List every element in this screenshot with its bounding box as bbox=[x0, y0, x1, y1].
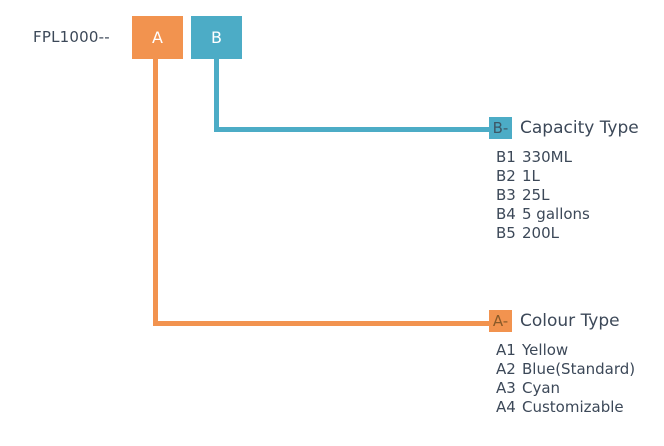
list-item: B4 5 gallons bbox=[496, 205, 639, 224]
option-code: A1 bbox=[496, 341, 516, 359]
option-description: Customizable bbox=[522, 398, 624, 416]
option-code: B5 bbox=[496, 224, 516, 242]
list-item: A2 Blue(Standard) bbox=[496, 360, 635, 379]
list-item: A4 Customizable bbox=[496, 398, 635, 417]
branch-capacity-type: B- Capacity Type B1 330ML B2 1L B3 25L B… bbox=[489, 117, 639, 243]
option-description: Blue(Standard) bbox=[522, 360, 636, 378]
branch-title-colour: Colour Type bbox=[520, 311, 620, 331]
connector-a-horizontal bbox=[153, 321, 493, 326]
option-description: 330ML bbox=[522, 148, 572, 166]
option-description: Yellow bbox=[522, 341, 569, 359]
list-item: A1 Yellow bbox=[496, 341, 635, 360]
list-item: B3 25L bbox=[496, 186, 639, 205]
branch-badge-a: A- bbox=[489, 310, 512, 332]
branch-header-colour: A- Colour Type bbox=[489, 310, 635, 332]
option-description: Cyan bbox=[522, 379, 561, 397]
option-code: B4 bbox=[496, 205, 516, 223]
list-item: B5 200L bbox=[496, 224, 639, 243]
option-code: B2 bbox=[496, 167, 516, 185]
option-code: B3 bbox=[496, 186, 516, 204]
branch-title-capacity: Capacity Type bbox=[520, 118, 639, 138]
list-item: B1 330ML bbox=[496, 148, 639, 167]
code-box-a[interactable]: A bbox=[132, 16, 183, 59]
root-part-number-label: FPL1000-- bbox=[33, 28, 110, 46]
connector-a-vertical bbox=[153, 55, 158, 326]
connector-b-vertical bbox=[214, 55, 219, 132]
option-list-capacity: B1 330ML B2 1L B3 25L B4 5 gallons B5 20… bbox=[496, 148, 639, 243]
connector-b-horizontal bbox=[214, 127, 493, 132]
option-description: 5 gallons bbox=[522, 205, 590, 223]
option-code: A4 bbox=[496, 398, 516, 416]
option-description: 200L bbox=[522, 224, 559, 242]
option-description: 1L bbox=[522, 167, 540, 185]
option-code: B1 bbox=[496, 148, 516, 166]
option-description: 25L bbox=[522, 186, 550, 204]
list-item: B2 1L bbox=[496, 167, 639, 186]
branch-header-capacity: B- Capacity Type bbox=[489, 117, 639, 139]
branch-colour-type: A- Colour Type A1 Yellow A2 Blue(Standar… bbox=[489, 310, 635, 417]
code-box-b[interactable]: B bbox=[191, 16, 242, 59]
list-item: A3 Cyan bbox=[496, 379, 635, 398]
option-code: A2 bbox=[496, 360, 516, 378]
option-code: A3 bbox=[496, 379, 516, 397]
branch-badge-b: B- bbox=[489, 117, 512, 139]
option-list-colour: A1 Yellow A2 Blue(Standard) A3 Cyan A4 C… bbox=[496, 341, 635, 417]
